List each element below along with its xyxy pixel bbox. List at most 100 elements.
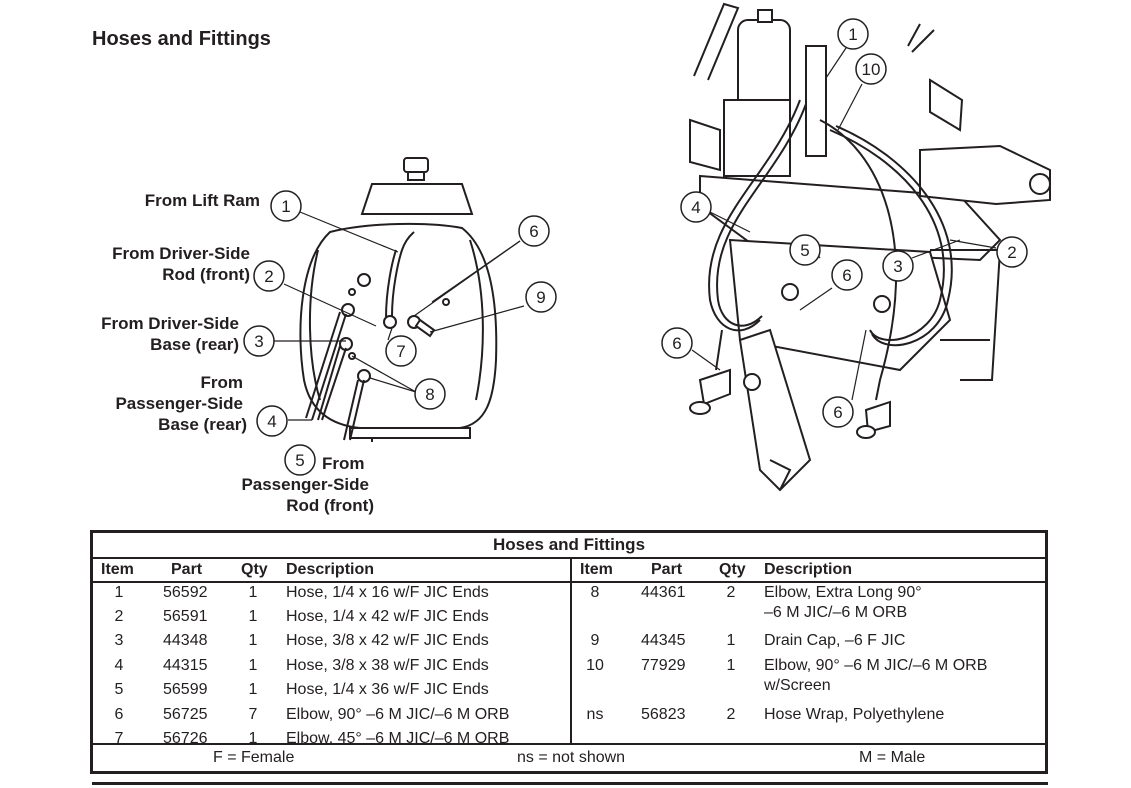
callout-r-3: 3 <box>893 257 902 276</box>
cell-qty: 1 <box>248 608 258 625</box>
header-part: Part <box>651 561 683 578</box>
cell-item: 3 <box>114 632 124 649</box>
callout-4: 4 <box>267 412 276 431</box>
cell-qty: 1 <box>248 730 258 747</box>
table-caption: Hoses and Fittings <box>93 533 1045 559</box>
callout-3: 3 <box>254 332 263 351</box>
cell-description: Hose, 3/8 x 42 w/F JIC Ends <box>286 632 489 649</box>
callout-r-1: 1 <box>848 25 857 44</box>
label-driver-base-line2: Base (rear) <box>150 335 239 354</box>
right-callouts: 1 10 4 5 6 3 2 6 6 <box>661 18 1028 428</box>
header-description: Description <box>286 561 375 578</box>
cell-part: 56591 <box>163 608 208 625</box>
label-pass-base-line1: From <box>201 373 244 392</box>
header-qty: Qty <box>719 561 746 578</box>
label-driver-rod-line1: From Driver-Side <box>112 244 250 263</box>
callout-5: 5 <box>295 451 304 470</box>
cell-qty: 1 <box>248 681 258 698</box>
legend-not-shown: ns = not shown <box>517 749 626 766</box>
callout-8: 8 <box>425 385 434 404</box>
cell-item: 2 <box>114 608 124 625</box>
cell-description: Hose Wrap, Polyethylene <box>764 706 945 723</box>
cell-qty: 1 <box>726 632 736 649</box>
cell-item: 5 <box>114 681 124 698</box>
cell-qty: 7 <box>248 706 258 723</box>
cell-part: 56592 <box>163 584 208 601</box>
callout-6: 6 <box>529 222 538 241</box>
cell-description-cont: w/Screen <box>764 677 831 694</box>
cell-item: 9 <box>590 632 600 649</box>
callout-r-4: 4 <box>691 198 700 217</box>
header-description: Description <box>764 561 853 578</box>
cell-description: Hose, 1/4 x 36 w/F JIC Ends <box>286 681 489 698</box>
cell-part: 56599 <box>163 681 208 698</box>
cell-description-cont: –6 M JIC/–6 M ORB <box>764 604 908 621</box>
reservoir-diagram <box>299 157 498 442</box>
cell-item: 6 <box>114 706 124 723</box>
cell-item: 8 <box>590 584 600 601</box>
lift-assembly-diagram <box>689 2 1051 492</box>
cell-qty: 1 <box>248 584 258 601</box>
parts-table: Hoses and Fittings Item Part Qty Descrip… <box>90 530 1048 774</box>
cell-part: 56823 <box>641 706 686 723</box>
cell-item: 1 <box>114 584 124 601</box>
cell-qty: 2 <box>726 584 736 601</box>
label-pass-base-line3: Base (rear) <box>158 415 247 434</box>
cell-part: 44348 <box>163 632 208 649</box>
header-item: Item <box>580 561 613 578</box>
cell-item: 4 <box>114 657 124 674</box>
header-item: Item <box>101 561 134 578</box>
label-driver-rod-line2: Rod (front) <box>162 265 250 284</box>
table-header-left: Item Part Qty Description <box>93 559 570 583</box>
left-labels: From Lift Ram From Driver-Side Rod (fron… <box>101 191 374 515</box>
cell-qty: 1 <box>248 632 258 649</box>
callout-r-6a: 6 <box>842 266 851 285</box>
label-pass-rod-line1: From <box>322 454 365 473</box>
cell-item: 7 <box>114 730 124 747</box>
cell-qty: 2 <box>726 706 736 723</box>
callout-9: 9 <box>536 288 545 307</box>
cell-description: Drain Cap, –6 F JIC <box>764 632 906 649</box>
label-lift-ram: From Lift Ram <box>145 191 260 210</box>
cell-part: 56725 <box>163 706 208 723</box>
cell-description: Elbow, 90° –6 M JIC/–6 M ORB <box>286 706 510 723</box>
cell-description: Elbow, Extra Long 90° <box>764 584 922 601</box>
callout-r-6b: 6 <box>672 334 681 353</box>
cell-description: Hose, 1/4 x 42 w/F JIC Ends <box>286 608 489 625</box>
label-pass-rod-line2: Passenger-Side <box>241 475 369 494</box>
cell-part: 44361 <box>641 584 686 601</box>
callout-1: 1 <box>281 197 290 216</box>
table-divider <box>570 559 572 743</box>
cell-item: 10 <box>586 657 604 674</box>
cell-description: Elbow, 45° –6 M JIC/–6 M ORB <box>286 730 510 747</box>
header-qty: Qty <box>241 561 268 578</box>
table-footer: F = Female ns = not shown M = Male <box>93 743 1045 771</box>
cell-description: Elbow, 90° –6 M JIC/–6 M ORB <box>764 657 988 674</box>
cell-part: 56726 <box>163 730 208 747</box>
header-part: Part <box>171 561 203 578</box>
cell-description: Hose, 3/8 x 38 w/F JIC Ends <box>286 657 489 674</box>
callout-r-10: 10 <box>862 60 881 79</box>
callout-r-2: 2 <box>1007 243 1016 262</box>
hose-diagrams: 1 2 3 4 5 6 7 8 9 From Lift Ram From Dri… <box>101 2 1051 515</box>
page-title: Hoses and Fittings <box>92 28 271 50</box>
cell-part: 44345 <box>641 632 686 649</box>
cell-qty: 1 <box>248 657 258 674</box>
cell-part: 44315 <box>163 657 208 674</box>
label-pass-rod-line3: Rod (front) <box>286 496 374 515</box>
bottom-rule <box>92 782 1048 785</box>
label-driver-base-line1: From Driver-Side <box>101 314 239 333</box>
left-leader-lines <box>274 211 525 421</box>
callout-r-5: 5 <box>800 241 809 260</box>
label-pass-base-line2: Passenger-Side <box>115 394 243 413</box>
cell-part: 77929 <box>641 657 686 674</box>
legend-male: M = Male <box>859 749 926 766</box>
cell-item: ns <box>586 706 604 723</box>
cell-qty: 1 <box>726 657 736 674</box>
callout-2: 2 <box>264 267 273 286</box>
legend-female: F = Female <box>213 749 295 766</box>
cell-description: Hose, 1/4 x 16 w/F JIC Ends <box>286 584 489 601</box>
left-callouts: 1 2 3 4 5 6 7 8 9 <box>243 190 557 476</box>
callout-7: 7 <box>396 342 405 361</box>
callout-r-6c: 6 <box>833 403 842 422</box>
